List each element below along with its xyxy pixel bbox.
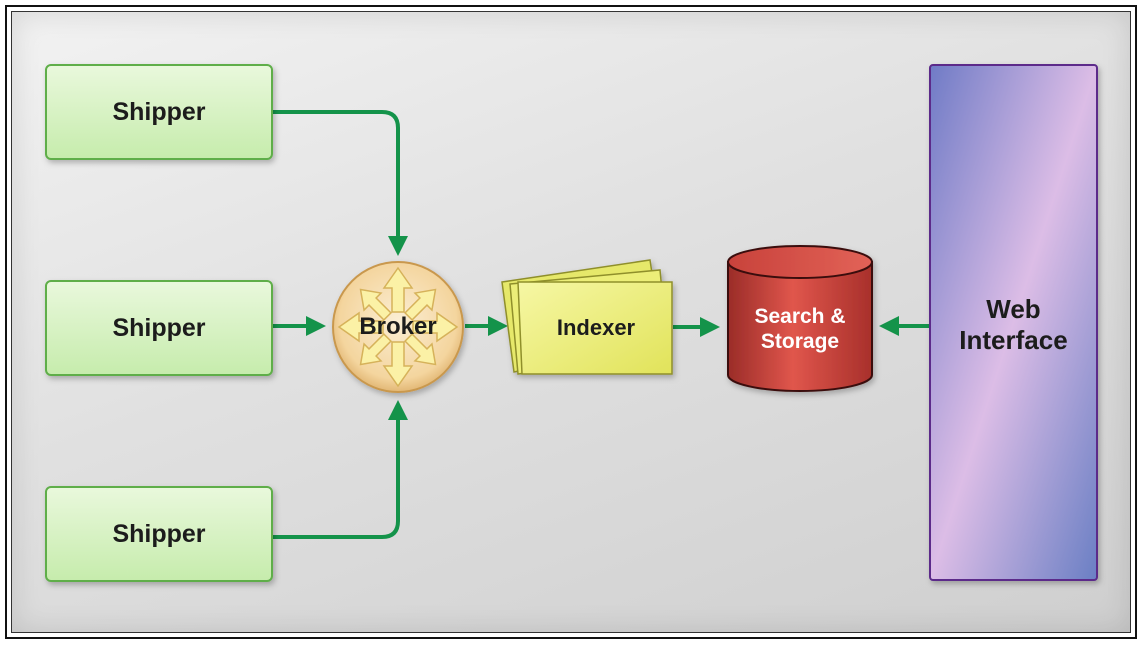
storage-cylinder	[727, 245, 873, 392]
connector-shipper3-broker	[273, 400, 408, 539]
connector-shipper1-broker	[273, 110, 408, 256]
indexer-node	[501, 259, 673, 375]
shipper-box-3	[45, 486, 273, 582]
shipper-box-1	[45, 64, 273, 160]
shipper-box-2	[45, 280, 273, 376]
web-interface-box	[929, 64, 1098, 581]
broker-arrows-icon	[337, 266, 459, 388]
